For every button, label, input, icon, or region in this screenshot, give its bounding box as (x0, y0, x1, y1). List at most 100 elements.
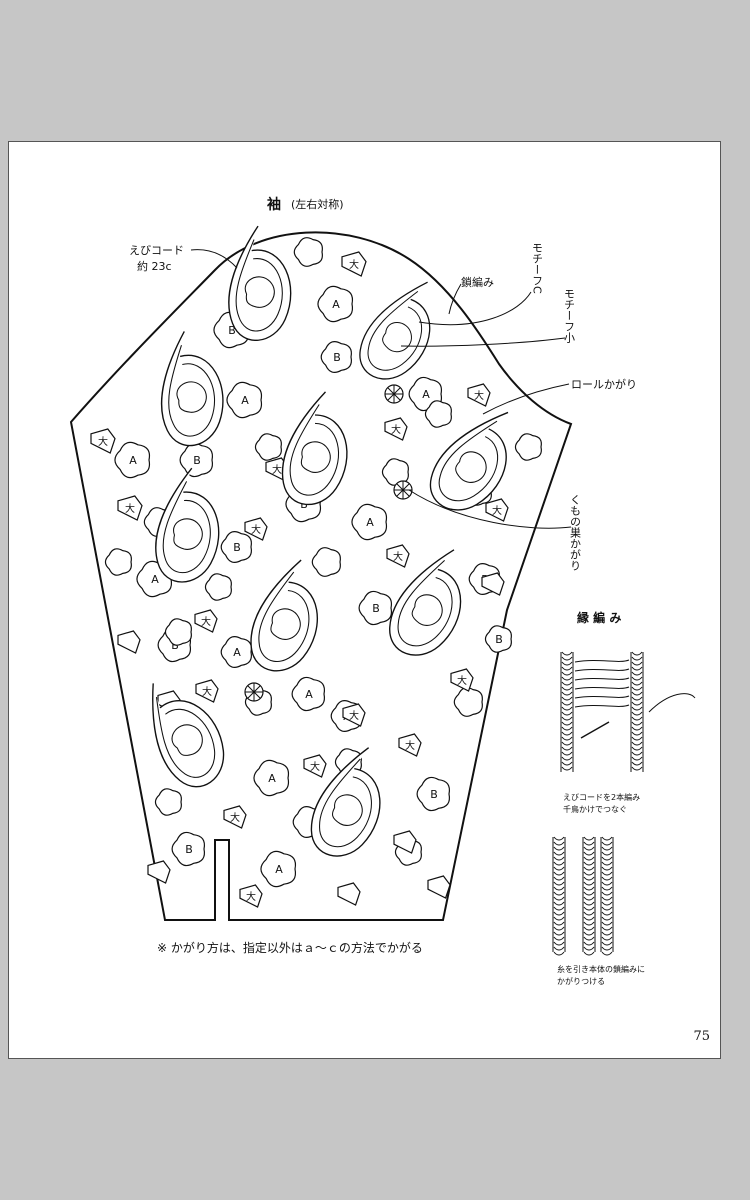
sleeve-outline (69, 231, 573, 921)
motif-letter: 大 (125, 502, 135, 515)
label-motif-small: モチーフ小 (563, 288, 576, 344)
motif-flower-B: B (320, 341, 352, 373)
motif-letter: 大 (310, 760, 320, 773)
motif-leaf (147, 860, 171, 884)
motif-flower-B: B (171, 831, 206, 867)
motif-leaf (427, 875, 451, 899)
motif-letter: B (372, 602, 380, 615)
motif-flower (514, 433, 542, 461)
motif-flower (424, 400, 452, 428)
edging-caption-2b: かがりつける (557, 976, 605, 986)
motif-flower-B: B (220, 531, 252, 563)
motif-leaf: 大 (303, 754, 327, 778)
motif-leaf: 大 (117, 495, 143, 521)
page-number: 75 (693, 1029, 710, 1044)
motif-leaf: 大 (386, 544, 410, 568)
edging-illustration-1 (560, 651, 696, 772)
motif-flower-A: A (317, 285, 354, 323)
motif-letter: B (333, 351, 341, 364)
label-ebi-cord-length: 約 23c (137, 259, 172, 273)
motif-letter: 大 (393, 550, 403, 563)
motif-leaf: 大 (341, 251, 367, 277)
motif-flower-A: A (220, 636, 252, 668)
motif-letter: A (233, 646, 241, 659)
motif-letter: 大 (201, 615, 211, 628)
motif-letter: A (241, 394, 249, 407)
motif-flower-B: B (358, 590, 393, 626)
motif-flower (154, 788, 182, 816)
leader-kusari (448, 283, 462, 315)
motif-letter: B (233, 541, 241, 554)
page-title: 袖 (267, 196, 281, 213)
leader-ebi-cord (190, 249, 238, 269)
motif-letter: 大 (202, 685, 212, 698)
motif-leaf: 大 (398, 733, 422, 757)
motif-leaf: 大 (467, 383, 491, 407)
label-kumo: くもの巣かがり (569, 494, 582, 571)
label-motif-c: モチーフC (531, 242, 544, 294)
motif-leaf: 大 (342, 703, 366, 727)
leader-roll (482, 383, 570, 415)
motif-leaf: 大 (194, 609, 218, 633)
motif-leaf: 大 (485, 498, 509, 522)
sleeve-diagram: 袖 (左右対称) BABABAAABBABAAAABABBBB大大大大大大大大大… (69, 196, 696, 986)
page-note: ※ かがり方は、指定以外はａ～ｃの方法でかがる (157, 940, 423, 955)
motif-leaf (337, 882, 361, 906)
edging-caption-2a: 糸を引き本体の鎖編みに (557, 964, 645, 974)
motif-leaf: 大 (223, 805, 247, 829)
motif-letter: A (366, 516, 374, 529)
motif-letter: 大 (492, 504, 502, 517)
paisley-motif (281, 391, 348, 506)
edging-caption-1a: えびコードを2本編み (563, 792, 640, 802)
motif-flower-B: B (416, 776, 451, 812)
paisley-motif (250, 559, 318, 672)
motif-letter: B (228, 324, 236, 337)
motif-letter: A (268, 772, 276, 785)
motif-letter: A (305, 688, 313, 701)
motif-letter: B (193, 454, 201, 467)
motif-letter: 大 (349, 709, 359, 722)
edging-title: 縁 編 み (577, 610, 621, 625)
motif-letter: 大 (251, 523, 261, 536)
motif-leaf (117, 630, 141, 654)
motif-letter: A (151, 573, 159, 586)
spider-web-stitch (384, 384, 404, 404)
spider-web-layer (244, 384, 413, 702)
motif-flower-A: A (260, 850, 297, 888)
paisley-layer (152, 225, 509, 857)
leader-kumo (408, 489, 572, 529)
motif-flower-B: B (179, 442, 214, 478)
paisley-motif (152, 683, 225, 788)
motif-letter: B (495, 633, 503, 646)
motif-letter: 大 (349, 258, 359, 271)
paisley-motif (389, 549, 462, 656)
motif-flower-A: A (226, 381, 263, 419)
paisley-motif (161, 331, 224, 447)
motif-letter: A (275, 863, 283, 876)
paisley-motif (310, 747, 381, 857)
label-ebi-cord: えびコード (129, 244, 184, 257)
motif-leaf: 大 (195, 679, 219, 703)
motif-letter: A (129, 454, 137, 467)
motif-letter: A (422, 388, 430, 401)
spider-web-stitch (244, 682, 264, 702)
motif-letter: 大 (230, 811, 240, 824)
motif-letter: 大 (98, 435, 108, 448)
motif-letter: 大 (272, 463, 282, 476)
motif-flower-A: A (253, 759, 290, 797)
motif-flower-A: A (351, 503, 388, 541)
paisley-motif (155, 467, 220, 583)
motif-flower (254, 433, 282, 461)
label-roll: ロールかがり (571, 377, 637, 391)
motif-letter: 大 (246, 890, 256, 903)
motif-leaf (481, 572, 505, 596)
motif-leaf: 大 (384, 417, 408, 441)
paisley-motif (228, 225, 292, 341)
spider-web-stitch (393, 480, 413, 500)
edging-illustration-2 (552, 836, 614, 956)
motif-flower-A: A (114, 441, 151, 479)
motif-leaf: 大 (450, 668, 474, 692)
motif-letter: B (430, 788, 438, 801)
motif-flower (104, 548, 132, 576)
